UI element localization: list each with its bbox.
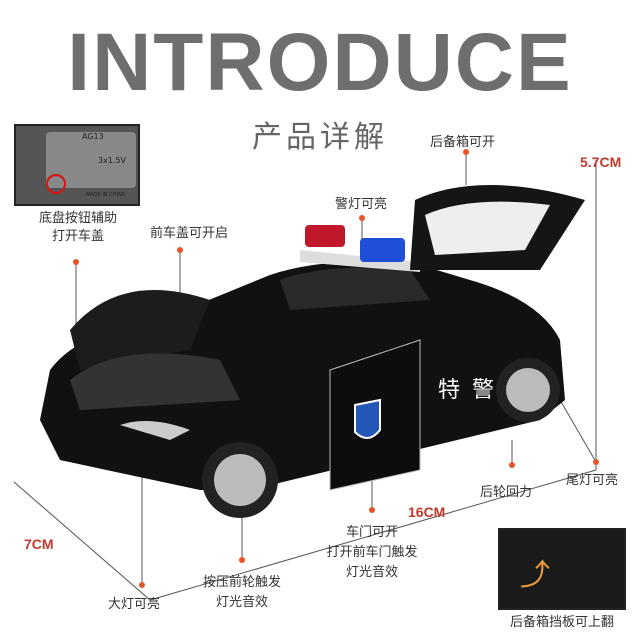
label-front-wheel-2: 灯光音效 [215, 595, 268, 610]
label-door-1: 车门可开 [345, 525, 398, 540]
rear-wheel [506, 368, 550, 412]
open-hood [70, 290, 210, 370]
chassis-caption-2: 打开车盖 [51, 229, 104, 244]
label-front-hood: 前车盖可开启 [150, 226, 229, 241]
label-door-2: 打开前车门触发 [326, 545, 418, 560]
blue-siren [360, 238, 405, 262]
police-badge [354, 398, 381, 439]
page-title: INTRODUCE [67, 17, 573, 108]
dimension-width: 7CM [24, 536, 54, 552]
leader-dots [73, 149, 599, 588]
red-siren [305, 225, 345, 247]
trunk-inset-caption: 后备箱挡板可上翻 [509, 615, 614, 630]
front-wheel [214, 454, 266, 506]
police-car [40, 185, 585, 518]
chassis-caption-1: 底盘按钮辅助 [38, 211, 117, 226]
made-in-label: MADE IN CHINA [86, 192, 126, 198]
chassis-inset: AG13 3x1.5V MADE IN CHINA [14, 124, 140, 206]
arrow-up-icon: ⤴ [520, 558, 550, 593]
label-trunk: 后备箱可开 [430, 135, 496, 150]
label-front-wheel-1: 按压前轮触发 [202, 575, 281, 590]
dimension-height: 5.7CM [580, 154, 622, 170]
voltage-label: 3x1.5V [98, 156, 127, 165]
headlight [120, 421, 190, 440]
label-door-3: 灯光音效 [345, 565, 398, 580]
button-highlight-circle [46, 174, 66, 194]
page-subtitle: 产品详解 [252, 120, 388, 155]
dimension-length: 16CM [408, 504, 446, 520]
label-police-light: 警灯可亮 [335, 197, 388, 212]
label-tail-light: 尾灯可亮 [566, 473, 619, 488]
trunk-inset: ⤴ [498, 528, 626, 610]
label-rear-wheel: 后轮回力 [480, 485, 533, 500]
door-text: 特警 [438, 378, 507, 403]
label-headlight: 大灯可亮 [108, 597, 161, 612]
battery-label: AG13 [82, 132, 104, 141]
